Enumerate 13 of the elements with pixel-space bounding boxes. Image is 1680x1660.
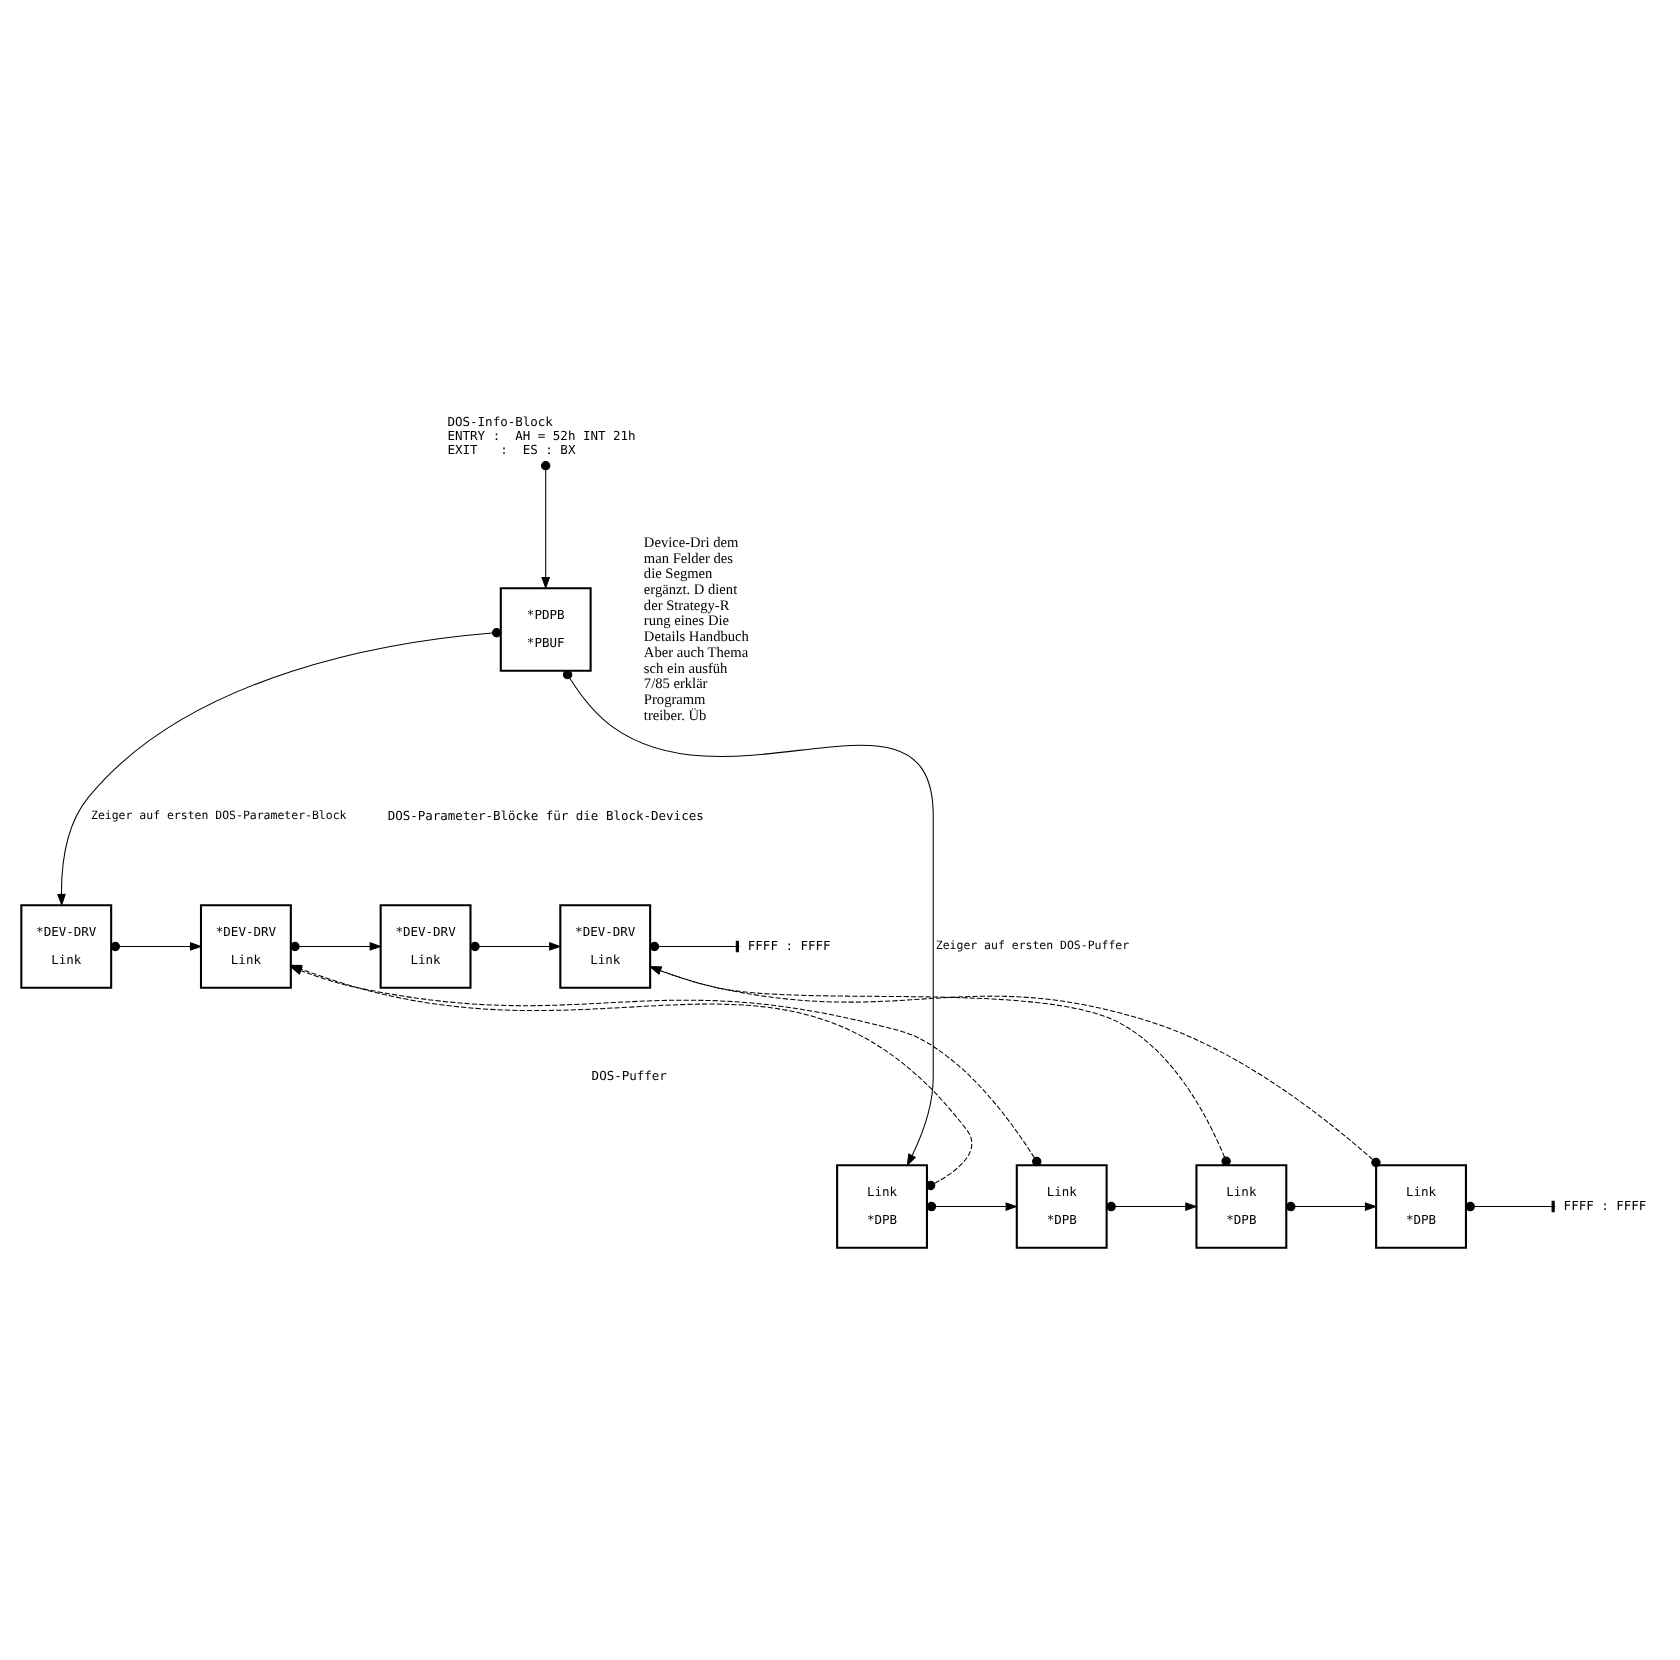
connector xyxy=(1465,1200,1556,1213)
arrow xyxy=(1106,1201,1198,1212)
arrow xyxy=(1286,1201,1378,1212)
arrow xyxy=(110,941,203,952)
arrow xyxy=(648,966,1231,1166)
arrow xyxy=(57,628,502,907)
arrow xyxy=(470,941,562,952)
arrow xyxy=(926,1201,1019,1212)
arrow xyxy=(290,941,383,952)
arrow xyxy=(541,461,551,590)
arrow xyxy=(562,669,934,1167)
label: Device-Dri dem man Felder des die Segmen ergänzt. D dient der Strategy-R rung eines Die Details Handbuch Aber auch Thema sch ein ausfüh 7/85 erklär Programm treiber. Üb xyxy=(643,533,749,724)
arrow xyxy=(648,966,1381,1168)
